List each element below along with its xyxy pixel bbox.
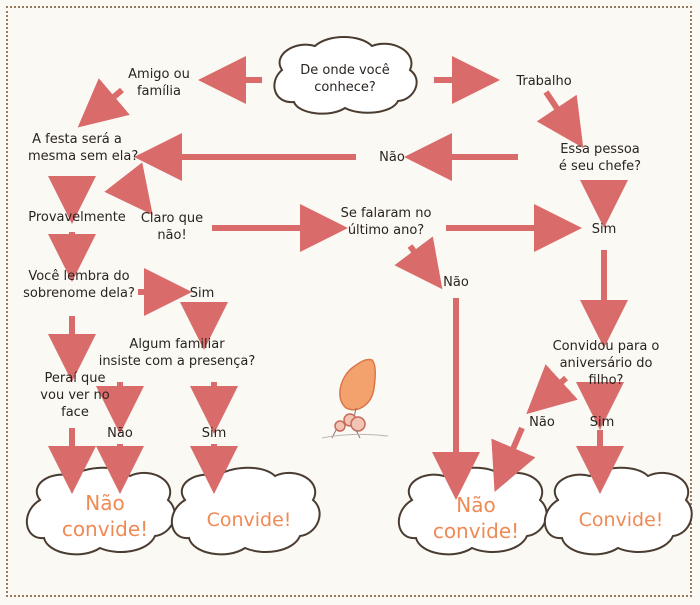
node-no-talked: Não bbox=[443, 275, 469, 290]
arrow-friend-party bbox=[77, 78, 130, 128]
arrow-work-boss bbox=[536, 90, 584, 148]
node-probably: Provavelmente bbox=[28, 210, 126, 225]
result-text-4: Convide! bbox=[578, 509, 664, 531]
node-sim-birthday: Sim bbox=[589, 415, 615, 430]
arrow-party-ofcourse bbox=[104, 162, 153, 215]
node-no-top: Não bbox=[379, 150, 405, 165]
arrow-no-result3b bbox=[491, 426, 536, 493]
ant-with-balloon-icon bbox=[321, 358, 389, 439]
node-work: Trabalho bbox=[516, 74, 572, 89]
arrow-talked-no bbox=[394, 236, 443, 290]
arrow-birthday-no bbox=[526, 364, 578, 415]
result-text-2: Convide! bbox=[206, 509, 292, 531]
node-sim-right: Sim bbox=[591, 222, 617, 237]
node-no-relative: Não bbox=[107, 426, 133, 441]
node-no-birthday: Não bbox=[529, 415, 555, 430]
node-sim-relative: Sim bbox=[201, 426, 227, 441]
node-sim-surname: Sim bbox=[189, 286, 215, 301]
dotted-frame bbox=[6, 6, 692, 597]
start-cloud bbox=[273, 36, 418, 115]
